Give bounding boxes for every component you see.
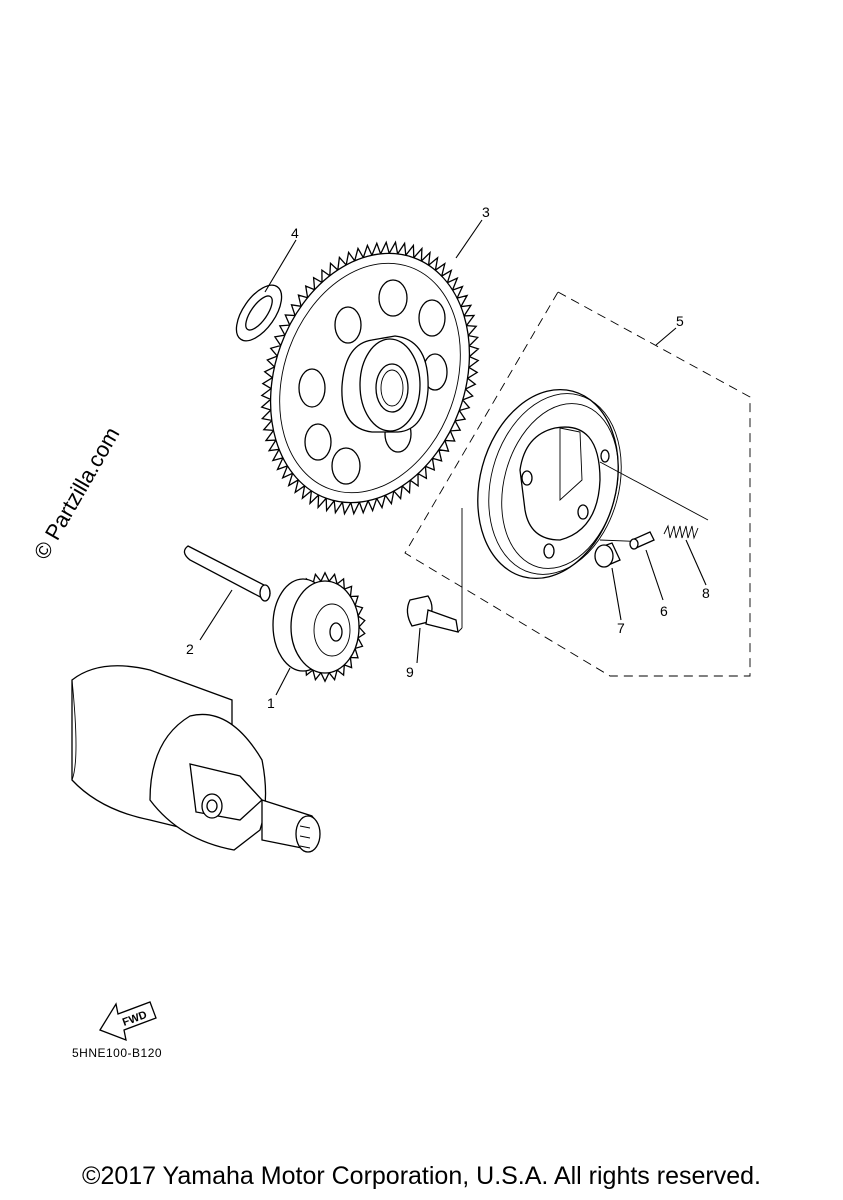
large-gear-part-3[interactable] (237, 225, 503, 531)
callout-1: 1 (267, 695, 275, 711)
callout-6: 6 (660, 603, 668, 619)
callout-5: 5 (676, 313, 684, 329)
copyright-notice: ©2017 Yamaha Motor Corporation, U.S.A. A… (82, 1162, 761, 1190)
roller-part-7[interactable] (594, 542, 621, 568)
plunger-part-6[interactable] (629, 531, 655, 550)
assembly-boundary-part-5 (404, 291, 751, 677)
callout-8: 8 (702, 585, 710, 601)
callout-3: 3 (482, 204, 490, 220)
fwd-arrow-icon: FWD (99, 1001, 157, 1042)
starter-clutch-part-5[interactable] (457, 374, 709, 595)
callout-7: 7 (617, 620, 625, 636)
diagram-code: 5HNE100-B120 (72, 1046, 163, 1060)
callout-9: 9 (406, 664, 414, 680)
callout-4: 4 (291, 225, 299, 241)
spring-part-8[interactable] (663, 524, 699, 540)
washer-part-4[interactable] (228, 278, 291, 349)
idle-gear-part-1[interactable] (272, 571, 366, 683)
bolt-part-9[interactable] (406, 508, 463, 633)
shaft-part-2[interactable] (183, 545, 271, 602)
callout-2: 2 (186, 641, 194, 657)
leader-lines (199, 219, 707, 696)
starter-motor (71, 665, 321, 853)
